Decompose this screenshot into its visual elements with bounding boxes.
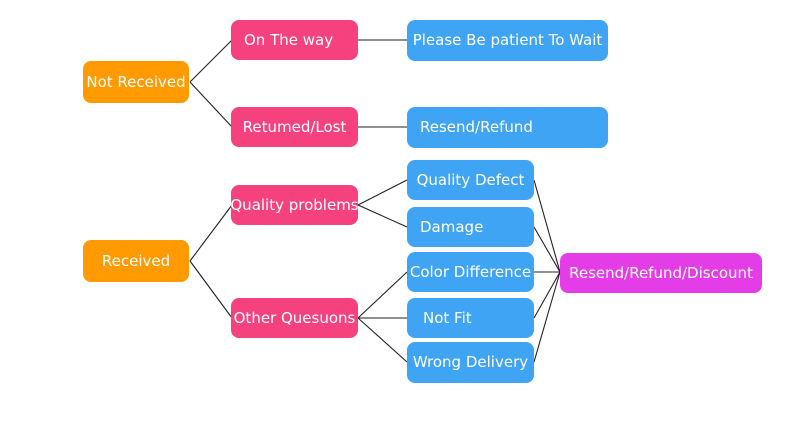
connector-not-received-returned-lost [189,81,233,128]
node-not-received: Not Received [83,61,189,103]
node-not-fit: Not Fit [407,298,534,338]
node-on-the-way: On The way [231,20,358,60]
connector-wrong-delivery-result [533,271,561,363]
node-damage: Damage [407,207,534,247]
node-result-resend-refund-discount: Resend/Refund/Discount [560,253,762,293]
connector-other-questions-color-difference [357,271,408,319]
node-returned-lost: Retumed/Lost [231,107,358,147]
connector-damage-result [533,226,561,273]
connector-not-fit-result [533,271,561,319]
connector-quality-problems-damage [357,204,408,228]
connector-received-other-questions [189,260,233,319]
node-resend-refund: Resend/Refund [407,107,608,148]
connector-quality-defect-result [533,179,561,273]
node-please-wait: Please Be patient To Wait [407,20,608,61]
node-quality-defect: Quality Defect [407,160,534,200]
connector-other-questions-wrong-delivery [357,317,408,363]
node-received: Received [83,240,189,282]
node-wrong-delivery: Wrong Delivery [407,342,534,383]
node-color-difference: Color Difference [407,252,534,292]
node-other-questions: Other Quesuons [231,298,358,338]
connector-received-quality-problems [189,204,233,262]
connector-quality-problems-quality-defect [357,179,408,206]
node-quality-problems: Quality problems [230,185,359,225]
connector-not-received-on-the-way [189,39,233,83]
